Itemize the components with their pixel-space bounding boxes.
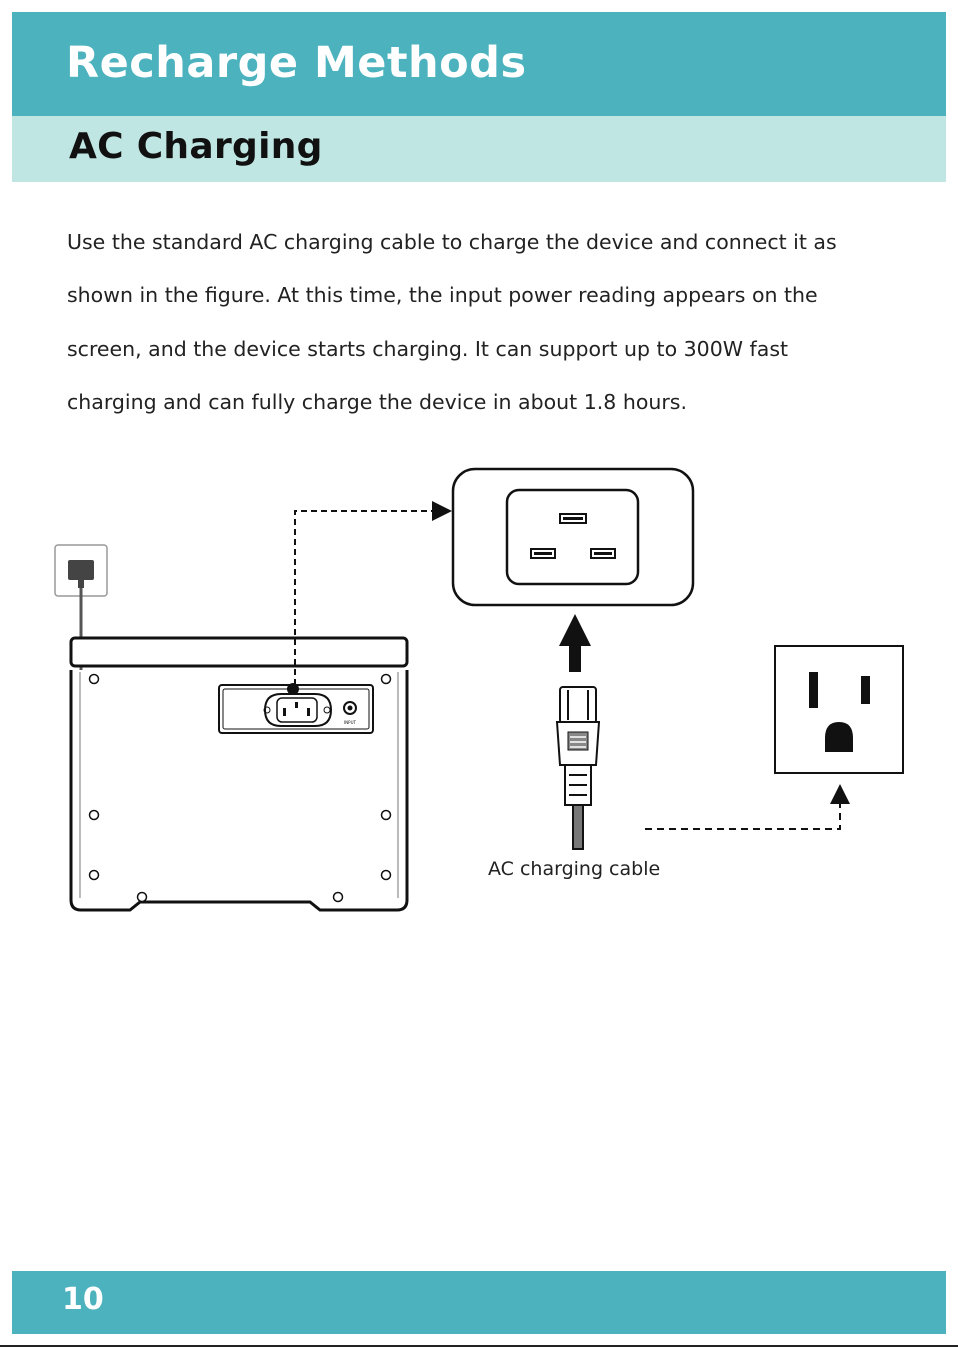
page-title: Recharge Methods xyxy=(66,38,527,88)
body-line: Use the standard AC charging cable to ch… xyxy=(67,230,837,254)
input-port-label: INPUT xyxy=(344,720,357,725)
wall-outlet-icon xyxy=(774,645,904,774)
page-number: 10 xyxy=(62,1282,104,1317)
cable-label: AC charging cable xyxy=(488,858,661,880)
section-title: AC Charging xyxy=(69,126,323,167)
outlet-dashed-line xyxy=(645,784,850,830)
body-line: charging and can fully charge the device… xyxy=(67,389,687,414)
bottom-rule xyxy=(0,1345,958,1347)
ac-plug-icon xyxy=(555,686,601,850)
section-bar: AC Charging xyxy=(12,116,946,182)
body-line: screen, and the device starts charging. … xyxy=(67,336,789,361)
ac-inlet-zoom-icon xyxy=(451,467,695,607)
body-line: shown in the figure. At this time, the i… xyxy=(67,283,818,308)
ac-inlet-icon xyxy=(263,693,333,727)
arrow-up-icon xyxy=(559,614,591,672)
zoom-dashed-line xyxy=(294,501,452,685)
charging-diagram: INPUT xyxy=(54,467,904,912)
footer-bar: 10 xyxy=(12,1271,946,1334)
power-station-icon: INPUT xyxy=(69,636,409,912)
body-paragraph: Use the standard AC charging cable to ch… xyxy=(67,216,917,429)
title-bar: Recharge Methods xyxy=(12,12,946,116)
wall-plug-icon xyxy=(54,544,108,597)
